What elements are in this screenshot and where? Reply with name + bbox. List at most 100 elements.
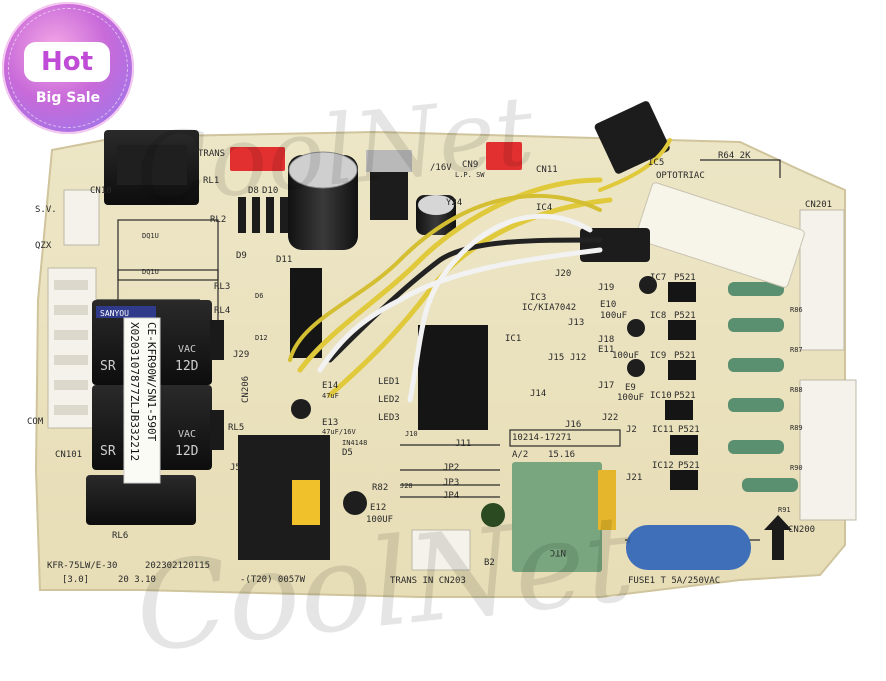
label-e14-val: 47uF (322, 392, 339, 400)
ic-chip-main (418, 325, 488, 430)
wire-connector-2 (580, 228, 650, 262)
label-rl5: RL5 (228, 423, 244, 433)
label-r90: R90 (790, 464, 803, 472)
label-j17: J17 (598, 381, 614, 391)
ic-chip-left (290, 268, 322, 358)
label-ic1: IC1 (505, 334, 521, 344)
label-ic9: IC9 (650, 351, 666, 361)
label-d6: D6 (255, 292, 263, 300)
label-j19: J19 (598, 283, 614, 293)
board-rev: A/2 (512, 450, 528, 460)
label-j11: J11 (455, 439, 471, 449)
label-rl3: RL3 (214, 282, 230, 292)
label-rl2: RL2 (210, 215, 226, 225)
connector-trans (230, 147, 285, 171)
label-j16: J16 (565, 420, 581, 430)
label-cn101: CN101 (55, 450, 82, 460)
capacitor-e14 (291, 399, 311, 419)
voltage-regulator (366, 150, 412, 172)
label-j28: J28 (400, 482, 413, 490)
label-r86: R86 (790, 306, 803, 314)
label-j29: J29 (233, 350, 249, 360)
label-r87: R87 (790, 346, 803, 354)
board-stamp: 15.16 (548, 450, 575, 460)
badge-ring (8, 8, 128, 128)
relay-brand: SANYOU (100, 309, 129, 318)
optocouplers (665, 282, 698, 490)
board-date-code: 202302120115 (145, 561, 210, 571)
label-dq1: DQ1U (142, 232, 159, 240)
label-b2: B2 (484, 558, 495, 568)
label-j5: J5 (230, 463, 241, 473)
label-p521-4: P521 (674, 391, 696, 401)
label-j21: J21 (626, 473, 642, 483)
label-cn203: TRANS IN CN203 (390, 576, 466, 586)
relay-part-2: SR (100, 444, 116, 459)
label-cn9-sub: L.P. SW (455, 171, 485, 179)
resistors (728, 282, 798, 492)
label-v16: /16V (430, 163, 452, 173)
label-j13: J13 (568, 318, 584, 328)
label-e12-val: 100UF (366, 515, 393, 525)
connector-cn101 (47, 267, 97, 429)
board-version-date: 20 3.10 (118, 575, 156, 585)
label-ic12: IC12 (652, 461, 674, 471)
label-d9: D9 (236, 251, 247, 261)
label-d10: D10 (262, 186, 278, 196)
model-sticker: CE-KFR90W/SN1-590T X0203107877ZLJB332212 (123, 317, 161, 484)
label-p521-2: P521 (674, 311, 696, 321)
label-e9: E9 (625, 383, 636, 393)
label-j22: J22 (602, 413, 618, 423)
relay-vac-2: VAC (178, 429, 196, 440)
relay-vac-1: VAC (178, 344, 196, 355)
label-e9-val: 100uF (617, 393, 644, 403)
wire-connector-1 (594, 101, 670, 174)
label-r88: R88 (790, 386, 803, 394)
label-led2: LED2 (378, 395, 400, 405)
relay-part-1: SR (100, 359, 116, 374)
badge-subtitle: Big Sale (35, 90, 101, 106)
relay-suffix-1: 12D (175, 359, 199, 374)
label-e13-val: 47uF/16V (322, 428, 357, 436)
arrow-mark (764, 515, 792, 560)
label-rl6: RL6 (112, 531, 128, 541)
label-j14: J14 (530, 389, 546, 399)
connector-cn9 (486, 142, 522, 170)
label-j2: J2 (626, 425, 637, 435)
label-j18: J18 (598, 335, 614, 345)
board-bottom-code: -(T20) 0057W (240, 575, 306, 585)
label-e10-val: 100uF (600, 311, 627, 321)
label-sv: S.V. (35, 205, 57, 215)
label-d8: D8 (248, 186, 259, 196)
label-r91: R91 (778, 506, 791, 514)
label-ic3: IC3 (530, 293, 546, 303)
badge-title: Hot (40, 47, 94, 77)
label-e11-val: 100uF (612, 351, 639, 361)
label-jp4: JP4 (443, 491, 459, 501)
label-p521-6: P521 (678, 461, 700, 471)
label-y24: Y24 (446, 198, 462, 208)
label-p521-3: P521 (674, 351, 696, 361)
label-cn10: CN10 (90, 186, 112, 196)
label-led3: LED3 (378, 413, 400, 423)
label-jp2: JP2 (443, 463, 459, 473)
label-p521-5: P521 (678, 425, 700, 435)
label-ic11: IC11 (652, 425, 674, 435)
connector-cn203 (411, 529, 471, 571)
label-rl1: RL1 (203, 176, 219, 186)
label-e14: E14 (322, 381, 338, 391)
fuse-spec: FUSE1 T 5A/250VAC (628, 576, 720, 586)
label-qzx: QZX (35, 241, 52, 251)
label-e10: E10 (600, 300, 616, 310)
label-trans: TRANS (198, 149, 225, 159)
label-cn11: CN11 (536, 165, 558, 175)
label-ic10: IC10 (650, 391, 672, 401)
sticker-line-2: X0203107877ZLJB332212 (128, 322, 141, 461)
label-p521-1: P521 (674, 273, 696, 283)
wire-harness (288, 138, 672, 403)
label-led1: LED1 (378, 377, 400, 387)
label-j15: J15 (548, 353, 564, 363)
label-com: COM (27, 417, 44, 427)
diodes (238, 197, 288, 233)
